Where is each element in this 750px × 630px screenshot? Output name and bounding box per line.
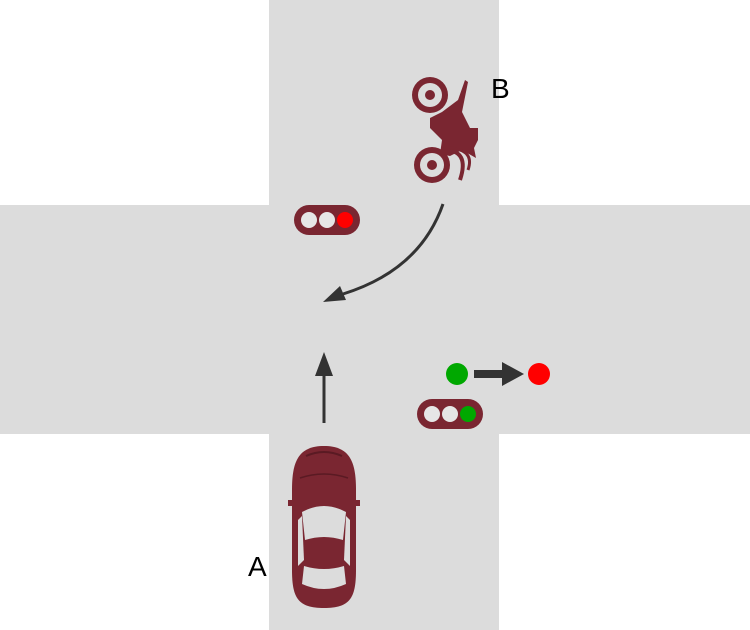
light-red (337, 212, 353, 228)
traffic-light-lower (417, 399, 483, 429)
turn-arrow (323, 203, 445, 302)
traffic-light-upper (294, 205, 360, 235)
signal-change-indicator (446, 362, 550, 386)
light-off (442, 406, 458, 422)
straight-arrow (315, 352, 333, 423)
green-dot (446, 363, 468, 385)
light-green (460, 406, 476, 422)
road-horizontal (0, 205, 750, 434)
red-dot (528, 363, 550, 385)
light-off (319, 212, 335, 228)
vehicle-a-label: A (248, 551, 267, 582)
car-top-view-icon (288, 446, 360, 608)
vehicle-b-label: B (491, 73, 510, 104)
light-off (424, 406, 440, 422)
light-off (301, 212, 317, 228)
motorcycle-icon (412, 77, 478, 183)
